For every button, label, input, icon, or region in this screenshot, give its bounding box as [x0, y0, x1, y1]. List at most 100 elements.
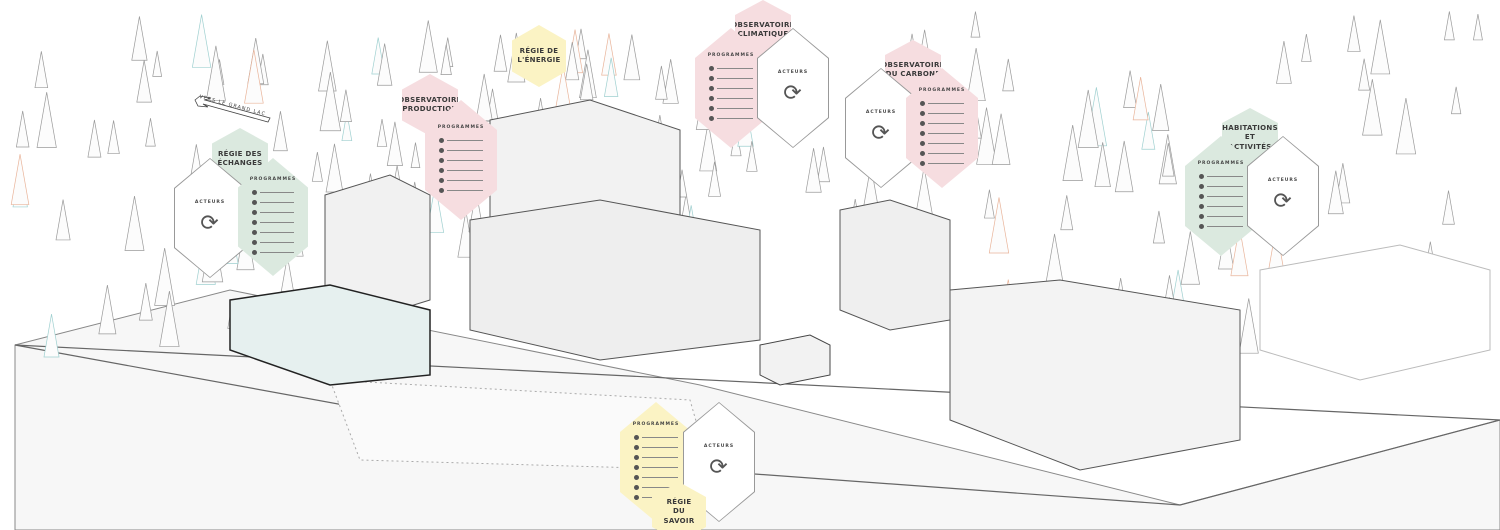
programmes-heading: Programmes: [707, 52, 755, 58]
tree: [699, 122, 718, 172]
programme-item: [709, 116, 753, 121]
tree: [426, 184, 445, 233]
tree: [1152, 210, 1165, 244]
acteurs-heading: Acteurs: [1267, 178, 1299, 183]
programme-item: [252, 230, 294, 235]
tree: [87, 119, 102, 158]
programme-item: [920, 131, 964, 136]
programme-item: [634, 485, 678, 490]
tree: [191, 14, 212, 68]
tree: [1123, 70, 1138, 108]
tree: [1443, 11, 1455, 41]
programme-item: [709, 76, 753, 81]
buildings: [229, 99, 1491, 471]
programme-item: [920, 161, 964, 166]
tree: [976, 107, 997, 165]
tree: [1045, 233, 1064, 286]
lower-hall: [229, 284, 431, 386]
tree: [991, 113, 1011, 165]
programmes-heading: Programmes: [1197, 160, 1245, 166]
programme-item: [709, 66, 753, 71]
tree: [10, 154, 30, 205]
tree: [34, 51, 49, 89]
cycle-icon: ⟳: [709, 455, 729, 480]
tree: [376, 43, 393, 86]
programmes-heading: Programmes: [249, 176, 297, 182]
zone-title: Observatoire production: [398, 95, 462, 113]
tree: [1238, 298, 1259, 354]
programmes-heading: Programmes: [632, 421, 680, 427]
programmes-observatoire-carbone: Programmes: [906, 68, 978, 188]
programme-item: [252, 240, 294, 245]
acteurs-heading: Acteurs: [777, 70, 809, 75]
tree: [1276, 41, 1292, 84]
housing-cluster: [949, 279, 1241, 471]
programme-item: [439, 188, 483, 193]
programme-item: [1199, 174, 1243, 179]
tree: [1060, 195, 1074, 231]
tree: [1301, 33, 1312, 62]
tree: [341, 112, 353, 142]
tree: [603, 57, 619, 97]
programme-item: [1199, 194, 1243, 199]
tree: [152, 50, 163, 77]
acteurs-heading: Acteurs: [703, 444, 735, 449]
programme-item: [439, 138, 483, 143]
programme-item: [634, 475, 678, 480]
cycle-icon: ⟳: [871, 121, 891, 146]
tree: [988, 197, 1010, 254]
tree: [339, 89, 352, 122]
tree: [805, 148, 822, 193]
programme-item: [1199, 214, 1243, 219]
programme-item: [252, 250, 294, 255]
tree: [1358, 58, 1371, 91]
programme-item: [709, 96, 753, 101]
tree: [107, 120, 120, 154]
programme-item: [709, 86, 753, 91]
tree: [138, 283, 153, 321]
programme-item: [920, 101, 964, 106]
pavilion: [759, 334, 831, 386]
programme-item: [252, 210, 294, 215]
cycle-icon: ⟳: [200, 211, 220, 236]
tree: [1002, 58, 1015, 92]
tree: [376, 119, 388, 147]
programme-item: [634, 435, 678, 440]
programmes-heading: Programmes: [437, 124, 485, 130]
zone-title: Habitations et activités: [1222, 124, 1278, 151]
programmes-heading: Programmes: [918, 87, 966, 93]
tree: [708, 161, 721, 197]
tree: [493, 34, 508, 72]
tree: [623, 34, 641, 81]
programme-item: [709, 106, 753, 111]
tree: [159, 290, 180, 347]
tree: [386, 121, 403, 166]
tree: [970, 11, 981, 38]
central-block: [469, 199, 761, 361]
programme-item: [634, 445, 678, 450]
programme-item: [1199, 224, 1243, 229]
tree: [273, 111, 288, 152]
programme-item: [634, 455, 678, 460]
tree: [1077, 89, 1099, 148]
tree: [418, 20, 438, 73]
tree: [205, 45, 226, 101]
acteurs-heading: Acteurs: [865, 110, 897, 115]
tree: [410, 142, 421, 168]
lake-arrow: [194, 95, 271, 123]
acteurs-heading: Acteurs: [194, 200, 226, 205]
programmes-habitations: Programmes: [1185, 136, 1257, 256]
tree: [579, 63, 594, 101]
programme-item: [252, 200, 294, 205]
programme-item: [252, 190, 294, 195]
zone-title: Régie du savoir: [663, 498, 695, 525]
tree: [565, 42, 580, 81]
tree: [55, 199, 71, 241]
tree: [1442, 190, 1455, 225]
tree: [244, 49, 264, 104]
tree: [1114, 140, 1134, 193]
tree: [1327, 170, 1344, 215]
east-block: [839, 199, 951, 331]
tree: [1395, 97, 1417, 155]
